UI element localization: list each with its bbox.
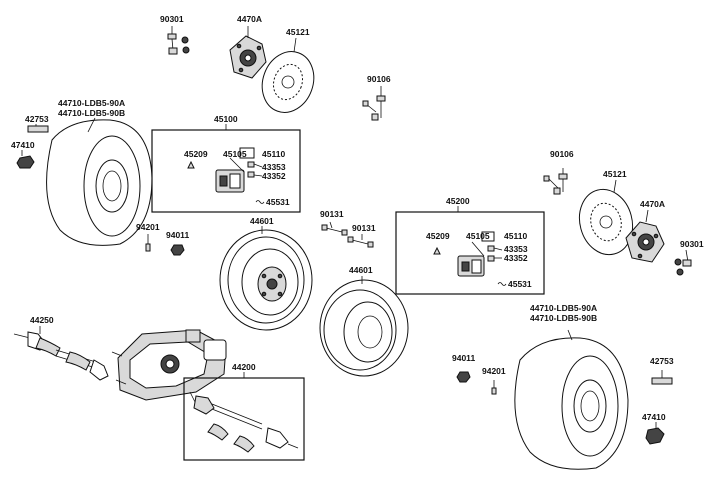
label-45209-right: 45209 [426, 231, 450, 241]
bolt-set-90301-right[interactable] [674, 249, 692, 276]
lug-42753-right[interactable] [651, 370, 673, 385]
brake-disc-45121-top[interactable] [254, 37, 322, 120]
bolt-set-90106-top[interactable] [362, 86, 386, 121]
brake-disc-45121-right[interactable] [572, 179, 639, 261]
label-45121-top: 45121 [286, 27, 310, 37]
caliper-assembly-box-45100[interactable] [151, 124, 301, 213]
label-43353-left: 43353 [262, 162, 286, 172]
nut-47410-right[interactable] [645, 422, 665, 445]
tire-right[interactable] [514, 329, 629, 470]
bolts-90131-b[interactable] [347, 234, 374, 248]
label-44601-left: 44601 [250, 216, 274, 226]
label-44200: 44200 [232, 362, 256, 372]
wheel-hub-4470A-top[interactable] [229, 26, 267, 79]
bolts-90131-a[interactable] [321, 221, 348, 236]
label-90131-b: 90131 [352, 223, 376, 233]
caliper-assembly-box-45200[interactable] [395, 206, 545, 295]
label-45121-right: 45121 [603, 169, 627, 179]
tire-left[interactable] [46, 117, 153, 246]
label-94201-left: 94201 [136, 222, 160, 232]
label-47410-right: 47410 [642, 412, 666, 422]
label-tire-right-1: 44710-LDB5-90A [530, 303, 597, 313]
wheel-rim-44601-right[interactable] [319, 276, 409, 377]
nut-94011-right[interactable] [456, 371, 471, 383]
differential-gearcase[interactable] [111, 329, 227, 405]
label-45200: 45200 [446, 196, 470, 206]
label-tire-right-2: 44710-LDB5-90B [530, 313, 597, 323]
lug-42753-left[interactable] [27, 124, 49, 133]
bolt-set-90301-left[interactable] [167, 26, 190, 55]
label-47410-left: 47410 [11, 140, 35, 150]
label-4470A-right: 4470A [640, 199, 665, 209]
label-4470A-top: 4470A [237, 14, 262, 24]
valve-94201-left[interactable] [145, 234, 151, 252]
label-45209-left: 45209 [184, 149, 208, 159]
label-45105-right: 45105 [466, 231, 490, 241]
label-90106-top: 90106 [367, 74, 391, 84]
wheel-hub-4470A-right[interactable] [625, 209, 665, 263]
label-45100: 45100 [214, 114, 238, 124]
label-90131-a: 90131 [320, 209, 344, 219]
label-45110-left: 45110 [262, 149, 285, 159]
nut-47410-left[interactable] [16, 150, 35, 169]
label-94201-right: 94201 [482, 366, 506, 376]
label-43352-left: 43352 [262, 171, 286, 181]
label-45105-left: 45105 [223, 149, 247, 159]
label-43352-right: 43352 [504, 253, 528, 263]
label-42753-right: 42753 [650, 356, 674, 366]
label-90301-right: 90301 [680, 239, 704, 249]
label-tire-left-2: 44710-LDB5-90B [58, 108, 125, 118]
label-44601-right: 44601 [349, 265, 373, 275]
label-45531-left: 45531 [266, 197, 290, 207]
label-90106-right: 90106 [550, 149, 574, 159]
label-90301-left: 90301 [160, 14, 184, 24]
bolt-set-90106-right[interactable] [543, 168, 568, 195]
label-94011-left: 94011 [166, 230, 189, 240]
label-43353-right: 43353 [504, 244, 528, 254]
label-45531-right: 45531 [508, 279, 532, 289]
label-42753-left: 42753 [25, 114, 49, 124]
valve-94201-right[interactable] [491, 380, 497, 395]
label-44250: 44250 [30, 315, 54, 325]
label-45110-right: 45110 [504, 231, 527, 241]
nut-94011-left[interactable] [170, 244, 185, 256]
wheel-rim-44601-left[interactable] [219, 226, 313, 331]
label-tire-left-1: 44710-LDB5-90A [58, 98, 125, 108]
shaft-assembly-box-44200[interactable] [183, 372, 305, 461]
drive-shaft-44250[interactable] [13, 326, 109, 381]
label-94011-right: 94011 [452, 353, 475, 363]
